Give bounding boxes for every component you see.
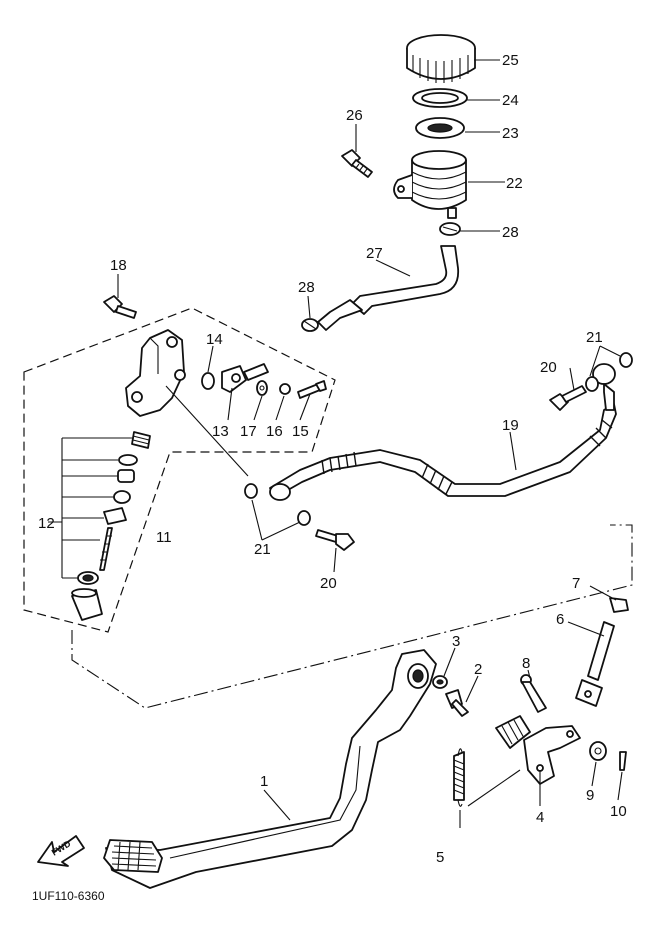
reservoir-tank [393, 150, 467, 219]
callout-2: 2 [474, 661, 482, 678]
hose-joint-13 [221, 363, 269, 393]
callout-5: 5 [436, 849, 444, 866]
tank-bolt [341, 149, 373, 178]
union-bolt-20-upper [549, 385, 587, 411]
callout-20-lower: 20 [320, 575, 337, 592]
reservoir-cap [406, 34, 476, 83]
copper-washer-21-upper-b [619, 352, 633, 368]
callout-21-lower: 21 [254, 541, 271, 558]
pedal-link-group-outline [71, 524, 633, 709]
leader-lines [117, 59, 623, 828]
callout-19: 19 [502, 417, 519, 434]
brake-pedal [103, 649, 437, 889]
callout-28-upper: 28 [502, 224, 519, 241]
callout-8: 8 [522, 655, 530, 672]
callout-7: 7 [572, 575, 580, 592]
diaphragm [412, 88, 468, 108]
nut-3 [432, 675, 448, 689]
callout-9: 9 [586, 787, 594, 804]
hose-clamp-lower [301, 318, 319, 332]
callout-21-upper: 21 [586, 329, 603, 346]
callout-24: 24 [502, 92, 519, 109]
washer-9 [589, 741, 607, 761]
hose-clamp-upper [439, 222, 461, 236]
copper-washer-21-upper-a [585, 376, 599, 392]
callout-26: 26 [346, 107, 363, 124]
callout-4: 4 [536, 809, 544, 826]
union-bolt-18 [103, 295, 137, 319]
pin-8 [520, 674, 547, 713]
union-bolt-20-lower [315, 529, 355, 551]
callout-23: 23 [502, 125, 519, 142]
reservoir-hose [317, 245, 460, 331]
callout-12: 12 [38, 515, 55, 532]
screw-17 [256, 380, 268, 396]
rod-6 [575, 621, 615, 707]
master-cylinder-body [125, 329, 186, 417]
callout-6: 6 [556, 611, 564, 628]
callout-22: 22 [506, 175, 523, 192]
shaft-arm-4 [495, 715, 581, 785]
diagram-code: 1UF110-6360 [32, 889, 105, 903]
master-cylinder-group-outline [23, 307, 336, 633]
spring-5 [453, 748, 465, 807]
cotter-pin-10 [619, 751, 627, 771]
callout-14: 14 [206, 331, 223, 348]
copper-washer-21-lower-b [297, 510, 311, 526]
callout-18: 18 [110, 257, 127, 274]
kit-bracket-lines [48, 437, 134, 579]
callout-20-upper: 20 [540, 359, 557, 376]
callout-28-lower: 28 [298, 279, 315, 296]
diaphragm-plate [415, 117, 465, 139]
callout-11: 11 [156, 529, 172, 546]
brake-hose [269, 363, 617, 501]
nut-7 [609, 597, 629, 613]
washer-16 [279, 383, 291, 395]
callout-25: 25 [502, 52, 519, 69]
callout-15: 15 [292, 423, 309, 440]
callout-27: 27 [366, 245, 383, 262]
forward-arrow-icon: FWD [37, 835, 85, 867]
callout-10: 10 [610, 803, 627, 820]
screw-15 [297, 380, 327, 399]
callout-16: 16 [266, 423, 283, 440]
bolt-2 [445, 689, 469, 717]
copper-washer-21-lower-a [244, 483, 258, 499]
callout-3: 3 [452, 633, 460, 650]
callout-1: 1 [260, 773, 268, 790]
o-ring-14 [201, 372, 215, 390]
master-cylinder-kit-12 [71, 431, 151, 621]
callout-17: 17 [240, 423, 257, 440]
callout-13: 13 [212, 423, 229, 440]
callout-labels: 25 24 23 22 28 26 27 28 18 14 13 17 16 1… [38, 52, 627, 866]
